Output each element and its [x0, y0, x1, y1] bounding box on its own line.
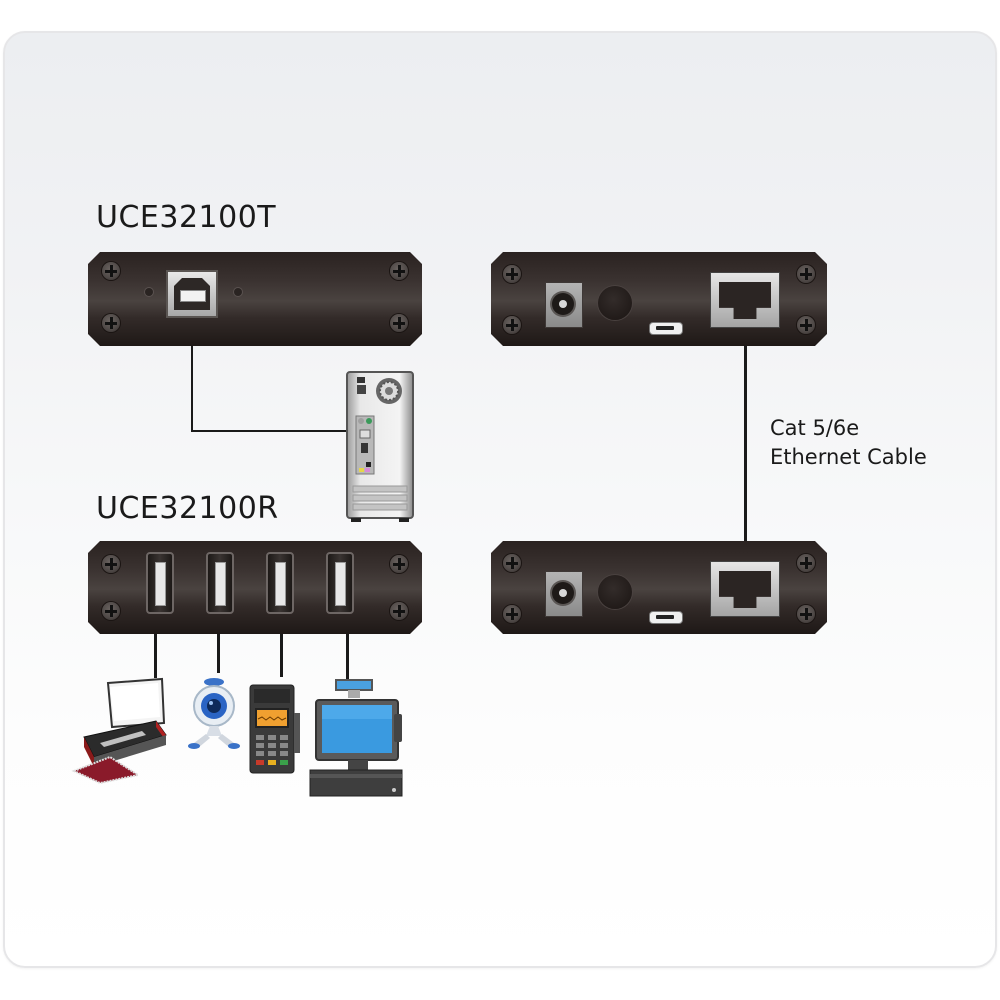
- screw-icon: [102, 555, 120, 573]
- cable-type-text: Cat 5/6e: [770, 416, 860, 440]
- screw-icon: [503, 554, 521, 572]
- webcam-wire: [217, 633, 220, 673]
- webcam-icon: [188, 678, 240, 749]
- usb-b-port-icon: [166, 270, 218, 318]
- screw-icon: [390, 602, 408, 620]
- computer-tower-icon: [346, 371, 414, 522]
- receiver-model-label: UCE32100R: [96, 491, 279, 526]
- usb-a-port-4-icon: [326, 552, 354, 614]
- screw-icon: [390, 555, 408, 573]
- screw-icon: [797, 265, 815, 283]
- screw-icon: [797, 605, 815, 623]
- led-indicator-icon: [145, 288, 153, 296]
- host-wire-vertical: [191, 345, 193, 432]
- screw-icon: [102, 602, 120, 620]
- screw-icon: [503, 316, 521, 334]
- screw-icon: [503, 265, 521, 283]
- transmitter-front-panel: [88, 252, 422, 346]
- dc-power-jack-icon: [545, 282, 583, 328]
- printer-icon: [71, 677, 167, 785]
- led-indicator-icon: [234, 288, 242, 296]
- usb-a-port-3-icon: [266, 552, 294, 614]
- usb-a-port-2-icon: [206, 552, 234, 614]
- payment-terminal-wire: [280, 633, 283, 677]
- transmitter-rear-panel: [491, 252, 827, 346]
- micro-usb-port-icon: [649, 322, 683, 335]
- cable-label: Cat 5/6e Ethernet Cable: [770, 414, 927, 472]
- screw-icon: [102, 262, 120, 280]
- ethernet-cable-wire: [744, 345, 747, 543]
- screw-icon: [390, 314, 408, 332]
- dc-power-jack-icon: [545, 571, 583, 617]
- usb-a-port-1-icon: [146, 552, 174, 614]
- round-button-icon: [598, 286, 632, 320]
- screw-icon: [797, 316, 815, 334]
- pos-terminal-icon: [309, 679, 403, 797]
- screw-icon: [390, 262, 408, 280]
- receiver-rear-panel: [491, 541, 827, 634]
- transmitter-model-label: UCE32100T: [96, 200, 277, 235]
- printer-wire: [154, 633, 157, 678]
- round-button-icon: [598, 575, 632, 609]
- screw-icon: [503, 605, 521, 623]
- rj45-port-icon: [710, 272, 780, 328]
- rj45-port-icon: [710, 561, 780, 617]
- screw-icon: [102, 314, 120, 332]
- host-wire-horizontal: [191, 430, 348, 432]
- diagram-card: [3, 31, 997, 968]
- pos-terminal-wire: [346, 633, 349, 681]
- receiver-front-panel: [88, 541, 422, 634]
- screw-icon: [797, 554, 815, 572]
- micro-usb-port-icon: [649, 611, 683, 624]
- cable-name-text: Ethernet Cable: [770, 445, 927, 469]
- card-payment-terminal-icon: [249, 684, 300, 774]
